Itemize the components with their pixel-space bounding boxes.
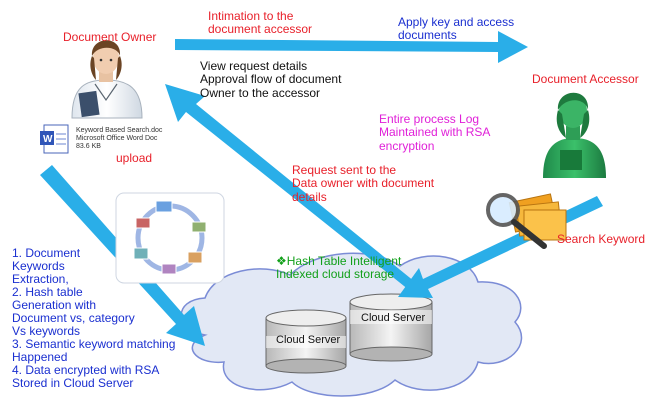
file-size: 83.6 KB [76, 143, 101, 151]
process-cycle-diagram-icon [115, 192, 225, 284]
word-document-icon: W [40, 124, 69, 154]
intimation-message: Intimation to the document accessor [208, 9, 313, 37]
svg-text:W: W [43, 134, 53, 145]
folders-magnifier-icon [486, 193, 567, 249]
search-keyword-label: Search Keyword [557, 232, 646, 246]
file-name: Keyword Based Search.doc [76, 127, 163, 134]
process-steps-list: 1. Document Keywords Extraction, 2. Hash… [12, 246, 176, 390]
document-accessor-label: Document Accessor [532, 72, 639, 86]
upload-label: upload [116, 151, 153, 165]
cloud-server-left-icon [265, 309, 347, 374]
request-sent-message: Request sent to the Data owner with docu… [292, 163, 435, 204]
cloud-server-left-label: Cloud Server [276, 334, 341, 346]
file-info: Keyword Based Search.doc Microsoft Offic… [76, 127, 162, 151]
cloud-server-right-icon [349, 293, 433, 362]
cloud-server-right-label: Cloud Server [361, 312, 426, 324]
arrow-accessor-to-owner [165, 84, 420, 294]
storage-label: ❖Hash Table Intelligent Indexed cloud st… [276, 254, 402, 282]
document-owner-doctor-icon [71, 40, 143, 119]
view-request-message: View request details Approval flow of do… [200, 59, 342, 100]
process-log-message: Entire process Log Maintained with RSA e… [379, 112, 491, 153]
file-type: Microsoft Office Word Doc [76, 135, 158, 143]
arrow-owner-to-accessor [175, 31, 528, 63]
document-owner-label: Document Owner [63, 30, 157, 44]
document-accessor-icon [543, 92, 606, 178]
apply-key-message: Apply key and access documents [398, 15, 515, 43]
